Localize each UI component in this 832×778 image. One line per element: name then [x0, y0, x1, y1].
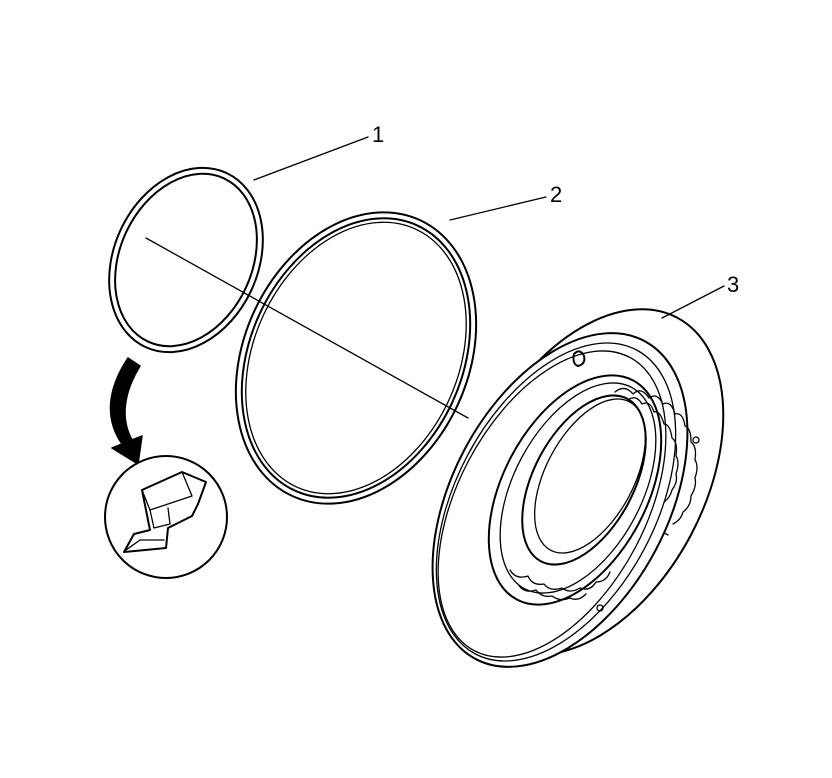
- fluid-hole: [596, 604, 604, 612]
- seal-ring-large: [234, 211, 478, 505]
- fluid-hole: [572, 350, 586, 367]
- callout-2-leader: [449, 196, 547, 221]
- callout-2-label: 2: [550, 182, 562, 207]
- fluid-hole: [692, 436, 700, 444]
- callout-1-leader: [253, 136, 369, 181]
- callout-3-label: 3: [727, 272, 739, 297]
- detail-arrow-icon: [109, 357, 143, 465]
- callout-3-leader: [661, 285, 725, 319]
- seal-ring-small: [108, 166, 264, 354]
- center-axis-line: [145, 237, 469, 419]
- callout-1-label: 1: [372, 122, 384, 147]
- seal-cross-section-detail: [104, 455, 228, 579]
- piston-housing: [431, 308, 725, 668]
